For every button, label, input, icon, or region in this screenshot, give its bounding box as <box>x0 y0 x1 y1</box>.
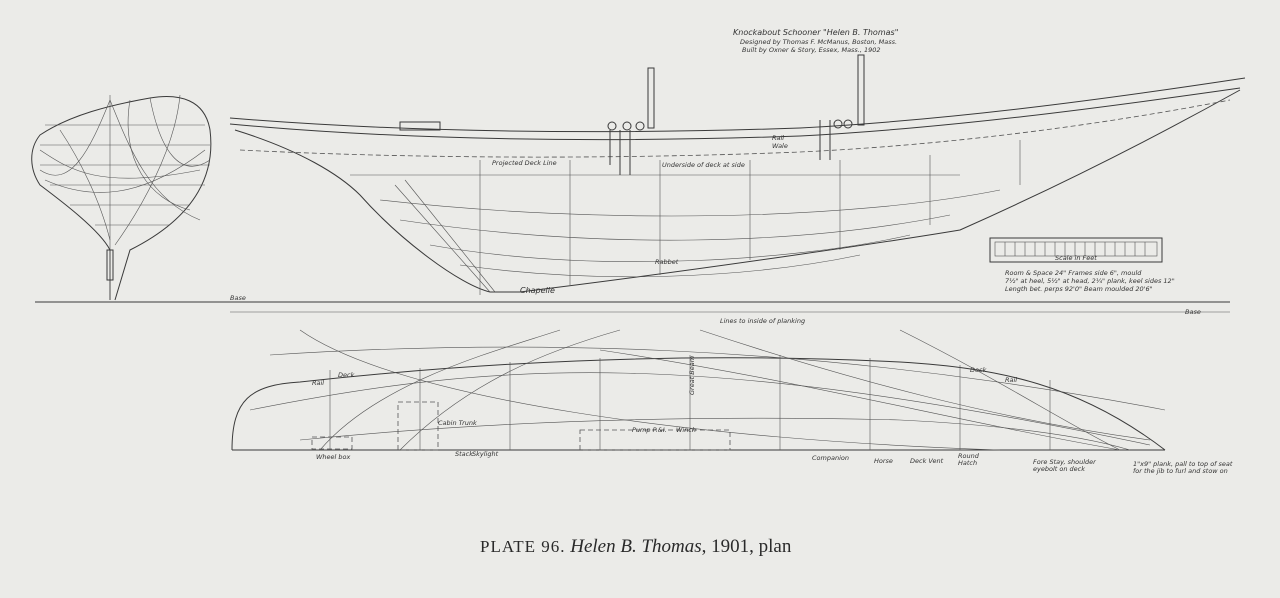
half-breadth-plan <box>231 329 1166 451</box>
pump-label: Pump P.&I. <box>632 426 667 434</box>
skylight-label: Skylight <box>472 450 499 458</box>
spec-line-2: 7½" at heel, 5½" at head, 2¼" plank, kee… <box>1005 277 1175 285</box>
caption-rest: , 1901, plan <box>701 536 792 557</box>
deck-label-left: Deck <box>338 371 355 379</box>
title-line-1: Knockabout Schooner "Helen B. Thomas" <box>733 28 898 37</box>
great-beam-label: Great Beam <box>688 356 696 395</box>
vessel-name: Helen B. Thomas <box>570 536 702 557</box>
underside-deck-label: Underside of deck at side <box>662 161 745 169</box>
fore-stay-label-1: Fore Stay, shoulder <box>1033 458 1097 466</box>
rail-label-left: Rail <box>312 379 324 387</box>
fore-stay-label-2: eyebolt on deck <box>1033 465 1085 473</box>
deck-label-right: Deck <box>970 366 987 374</box>
lines-note: Lines to inside of planking <box>720 317 805 325</box>
round-hatch-label-2: Hatch <box>958 459 977 467</box>
sheer-profile <box>229 54 1246 295</box>
scale-label: Scale in Feet <box>1055 254 1097 262</box>
horse-label: Horse <box>874 457 893 465</box>
rabbet-label: Rabbet <box>655 258 679 266</box>
round-hatch-label-1: Round <box>958 452 980 460</box>
body-plan <box>31 94 212 301</box>
stack-label: Stack <box>455 450 473 458</box>
plate-caption: PLATE 96. Helen B. Thomas, 1901, plan <box>480 536 791 558</box>
title-line-2: Designed by Thomas F. McManus, Boston, M… <box>740 38 897 46</box>
plate-number: PLATE 96. <box>480 537 566 556</box>
plank-note-2: for the jib to furl and stow on <box>1133 467 1228 475</box>
scale-bar <box>989 237 1163 263</box>
rail-label-right: Rail <box>1005 376 1017 384</box>
title-line-3: Built by Oxner & Story, Essex, Mass., 19… <box>742 46 881 54</box>
base-label-left: Base <box>230 294 246 302</box>
cabin-trunk-label: Cabin Trunk <box>438 419 477 427</box>
wheel-box-label: Wheel box <box>316 453 351 461</box>
rail-label: Rail <box>772 134 784 142</box>
companion-label: Companion <box>812 454 849 462</box>
base-label-right: Base <box>1185 308 1201 316</box>
plank-note-1: 1"x9" plank, pall to top of seat <box>1133 460 1233 468</box>
wale-label: Wale <box>772 142 788 150</box>
deck-vent-label: Deck Vent <box>910 457 944 465</box>
winch-label: Winch <box>676 426 696 434</box>
spec-line-1: Room & Space 24" Frames side 6", mould <box>1005 269 1142 277</box>
signature: Chapelle <box>520 286 555 295</box>
projected-deck-line-label: Projected Deck Line <box>492 159 557 167</box>
spec-line-3: Length bet. perps 92'0" Beam moulded 20'… <box>1005 285 1153 293</box>
